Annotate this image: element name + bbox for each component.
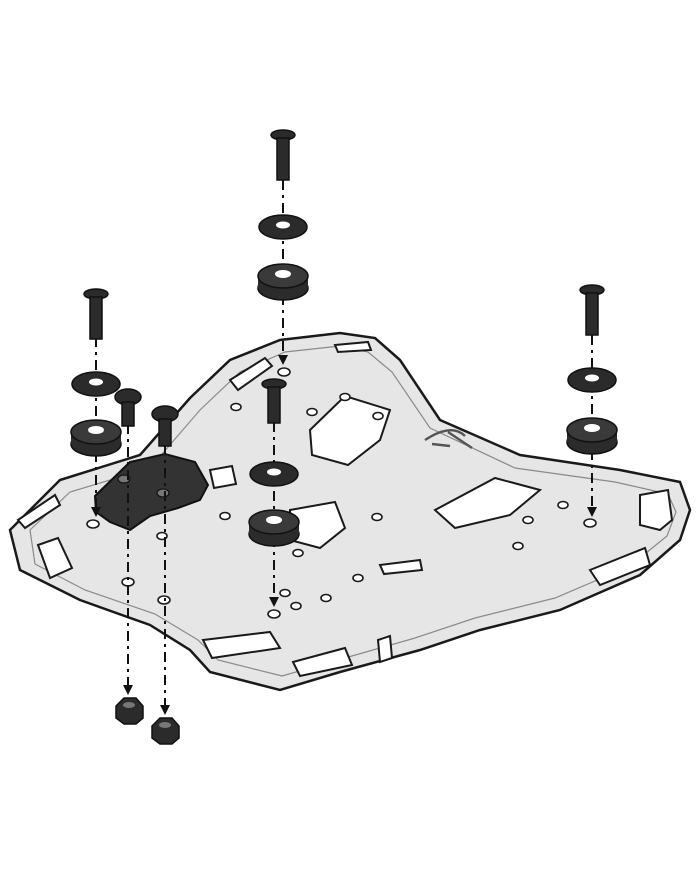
bolt-icon <box>151 405 179 447</box>
bolt-icon <box>83 288 109 340</box>
washer-icon <box>567 367 617 393</box>
washer-icon <box>71 371 121 397</box>
nut-icon <box>151 717 180 745</box>
rack-plate <box>8 331 692 692</box>
grommet-icon <box>566 417 618 455</box>
washer-icon <box>258 214 308 240</box>
bolt-icon <box>579 284 605 336</box>
plate-cutouts <box>16 340 674 678</box>
grommet-icon <box>248 509 300 547</box>
bolt-icon <box>114 388 142 427</box>
nut-icon <box>115 697 144 725</box>
assembly-guide-lines <box>91 180 597 715</box>
grommet-icon <box>70 419 122 457</box>
brand-logo <box>424 429 473 449</box>
washer-icon <box>249 461 299 487</box>
bolt-icon <box>261 378 287 424</box>
grommet-icon <box>257 263 309 301</box>
rack-plate-outline <box>8 331 692 692</box>
bolt-icon <box>270 129 296 181</box>
